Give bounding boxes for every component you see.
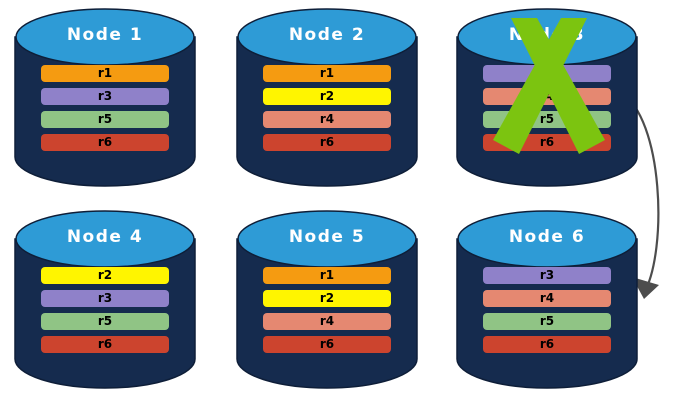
record-bar[interactable]: r2 (41, 267, 169, 284)
record-bar[interactable]: r6 (263, 336, 391, 353)
node-1-record-list: r1 r3 r5 r6 (41, 65, 169, 157)
record-label: r5 (539, 314, 555, 328)
cylinder-top-ellipse (15, 8, 195, 66)
record-label: r3 (97, 291, 113, 305)
record-bar[interactable]: r6 (483, 336, 611, 353)
record-bar[interactable]: r2 (263, 88, 391, 105)
record-bar[interactable]: r5 (483, 313, 611, 330)
record-label: r1 (97, 66, 113, 80)
record-label: r1 (319, 268, 335, 282)
record-label: r4 (319, 314, 335, 328)
record-label: r4 (539, 291, 555, 305)
record-label: r5 (97, 314, 113, 328)
record-bar[interactable]: r3 (483, 65, 611, 82)
cylinder-top-ellipse (15, 210, 195, 268)
record-label: r4 (319, 112, 335, 126)
record-bar[interactable]: r4 (263, 111, 391, 128)
record-bar[interactable]: r6 (41, 134, 169, 151)
record-bar[interactable]: r3 (483, 267, 611, 284)
record-label: r3 (539, 268, 555, 282)
record-label: r1 (319, 66, 335, 80)
node-4-record-list: r2 r3 r5 r6 (41, 267, 169, 359)
record-bar[interactable]: r1 (263, 65, 391, 82)
record-bar[interactable]: r4 (483, 88, 611, 105)
record-label: r4 (539, 89, 555, 103)
cylinder-top-ellipse (237, 210, 417, 268)
record-bar[interactable]: r6 (41, 336, 169, 353)
record-label: r6 (319, 135, 335, 149)
record-bar[interactable]: r3 (41, 290, 169, 307)
cylinder-top-ellipse (457, 8, 637, 66)
record-bar[interactable]: r3 (41, 88, 169, 105)
record-bar[interactable]: r5 (483, 111, 611, 128)
record-label: r6 (539, 337, 555, 351)
node-5-record-list: r1 r2 r4 r6 (263, 267, 391, 359)
node-2-record-list: r1 r2 r4 r6 (263, 65, 391, 157)
record-bar[interactable]: r5 (41, 313, 169, 330)
record-bar[interactable]: r1 (263, 267, 391, 284)
cylinder-top-ellipse (237, 8, 417, 66)
record-label: r2 (319, 89, 335, 103)
record-label: r2 (319, 291, 335, 305)
record-label: r6 (319, 337, 335, 351)
record-label: r3 (539, 66, 555, 80)
record-bar[interactable]: r4 (483, 290, 611, 307)
record-label: r2 (97, 268, 113, 282)
record-bar[interactable]: r1 (41, 65, 169, 82)
record-label: r6 (97, 337, 113, 351)
record-label: r3 (97, 89, 113, 103)
record-label: r6 (539, 135, 555, 149)
record-label: r5 (97, 112, 113, 126)
record-label: r5 (539, 112, 555, 126)
node-6-record-list: r3 r4 r5 r6 (483, 267, 611, 359)
record-bar[interactable]: r2 (263, 290, 391, 307)
record-bar[interactable]: r6 (483, 134, 611, 151)
record-bar[interactable]: r4 (263, 313, 391, 330)
record-bar[interactable]: r5 (41, 111, 169, 128)
record-label: r6 (97, 135, 113, 149)
node-3-record-list: r3 r4 r5 r6 (483, 65, 611, 157)
record-bar[interactable]: r6 (263, 134, 391, 151)
cylinder-top-ellipse (457, 210, 637, 268)
